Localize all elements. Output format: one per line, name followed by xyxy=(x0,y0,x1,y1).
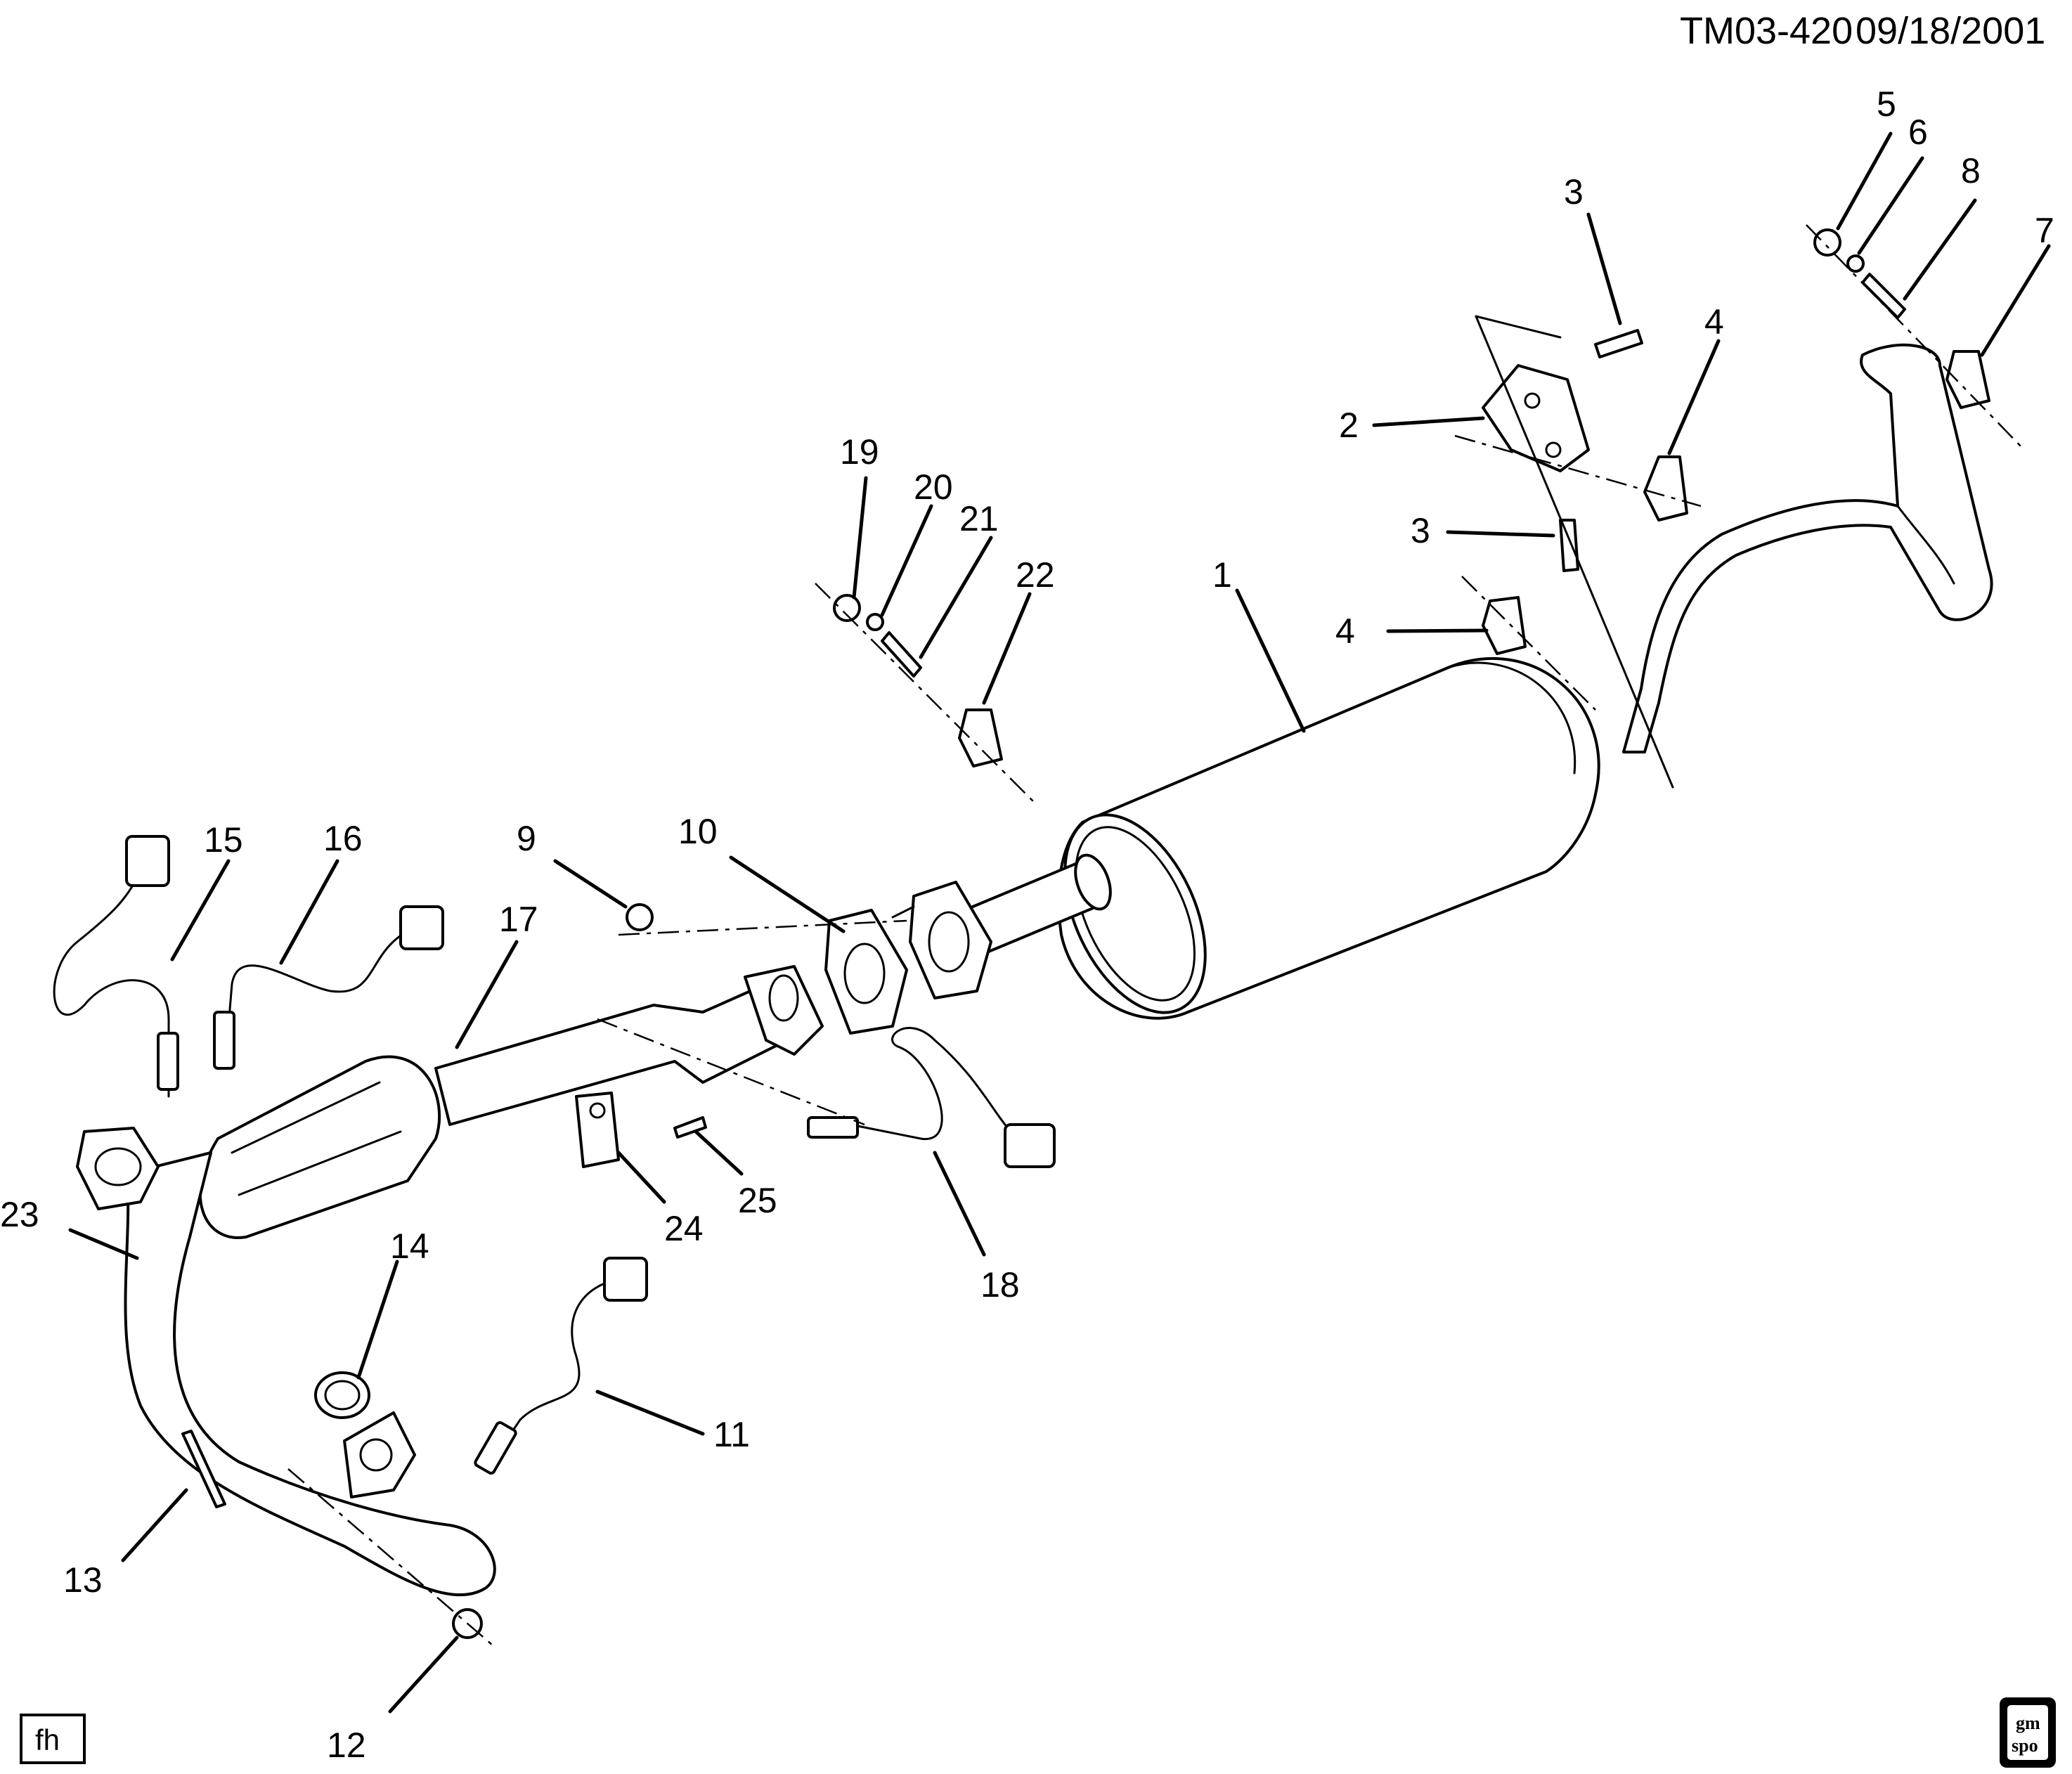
insulator-upper xyxy=(1643,455,1688,522)
logo-gm: gm xyxy=(2016,1713,2040,1733)
callout-22: 22 xyxy=(1016,555,1055,595)
oxygen-sensor-18 xyxy=(807,1027,1056,1168)
insulator-front xyxy=(958,708,1003,768)
muffler xyxy=(1057,656,1600,1020)
callouts: 1 2 3 3 4 4 5 6 7 8 9 10 11 12 13 14 15 … xyxy=(0,84,2054,1765)
oxygen-sensor-15 xyxy=(53,835,179,1098)
oxygen-sensor-11 xyxy=(474,1257,648,1475)
callout-7: 7 xyxy=(2035,211,2054,250)
tail-pipe xyxy=(1622,343,1993,753)
footer-tag: fh xyxy=(20,1714,86,1764)
oxygen-sensor-16 xyxy=(213,905,444,1070)
callout-3-upper: 3 xyxy=(1564,172,1584,212)
pipe-bracket xyxy=(575,1092,620,1168)
callout-11: 11 xyxy=(713,1415,750,1454)
catalytic-converter xyxy=(198,965,824,1239)
callout-24: 24 xyxy=(664,1209,704,1248)
callout-21: 21 xyxy=(959,499,999,538)
callout-3-lower: 3 xyxy=(1411,511,1430,550)
gm-spo-logo: gm spo xyxy=(2000,1697,2056,1768)
callout-4-upper: 4 xyxy=(1704,302,1724,342)
diagram-code: TM03-420 xyxy=(1680,10,1853,52)
front-exhaust-pipe xyxy=(76,1127,496,1597)
callout-20: 20 xyxy=(914,467,953,507)
callout-17: 17 xyxy=(499,900,538,939)
callout-25: 25 xyxy=(738,1181,777,1220)
logo-spo: spo xyxy=(2012,1735,2038,1756)
callout-8: 8 xyxy=(1961,151,1981,190)
callout-19: 19 xyxy=(840,432,879,472)
callout-12: 12 xyxy=(327,1726,366,1765)
callout-1: 1 xyxy=(1212,555,1232,595)
callout-5: 5 xyxy=(1877,84,1896,124)
callout-23: 23 xyxy=(0,1195,39,1234)
callout-16: 16 xyxy=(323,819,363,858)
footer-tag-text: fh xyxy=(35,1723,60,1756)
callout-2: 2 xyxy=(1339,406,1359,445)
callout-10: 10 xyxy=(678,812,718,851)
insulator-lower xyxy=(1482,596,1527,655)
flange-gasket xyxy=(824,881,992,1035)
callout-18: 18 xyxy=(980,1265,1020,1304)
callout-9: 9 xyxy=(517,819,536,858)
alignment-lines xyxy=(287,224,2025,1645)
hanger-bracket xyxy=(1482,364,1590,472)
callout-4-lower: 4 xyxy=(1335,611,1355,651)
callout-6: 6 xyxy=(1908,112,1928,152)
callout-14: 14 xyxy=(390,1226,429,1266)
leader-lines xyxy=(68,131,2051,1714)
hardware xyxy=(181,228,1906,1639)
callout-15: 15 xyxy=(204,820,243,860)
diagram-date: 09/18/2001 xyxy=(1856,10,2045,52)
callout-13: 13 xyxy=(63,1560,103,1600)
insulator-tail xyxy=(1945,350,1990,409)
